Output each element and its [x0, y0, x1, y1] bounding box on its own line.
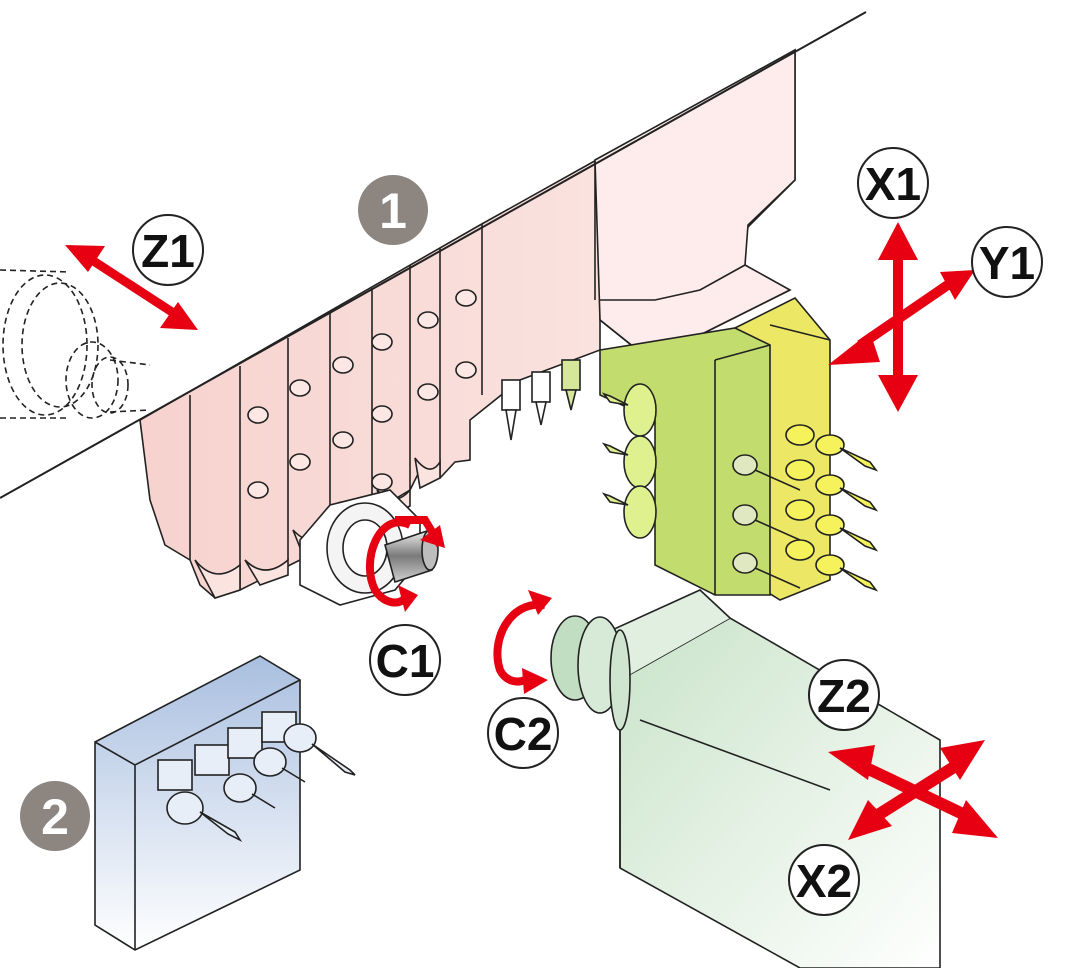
axis-x2-text: X2 [796, 855, 852, 907]
badge-1: 1 [358, 175, 428, 245]
axis-z1-text: Z1 [141, 225, 195, 277]
z1-arrow [65, 245, 198, 330]
badge-2-label: 2 [41, 789, 69, 845]
c2-rotation-arrow [493, 600, 546, 686]
xz2-arrow [828, 740, 998, 840]
guide-rail-line [0, 11, 867, 499]
axis-label-c2: C2 [487, 697, 559, 769]
axis-x1-text: X1 [865, 158, 921, 210]
c1-rotation-head-icon [398, 585, 418, 612]
xy1-arrow [828, 222, 975, 412]
live-tool-block [599, 297, 879, 601]
back-tool-plate [94, 655, 356, 951]
axis-label-x2: X2 [788, 844, 860, 916]
axis-label-y1: Y1 [971, 226, 1043, 298]
axis-label-z2: Z2 [808, 659, 880, 731]
axis-label-c1: C1 [369, 624, 441, 696]
badge-2: 2 [20, 781, 90, 851]
axis-z2-text: Z2 [817, 670, 871, 722]
axis-c1-text: C1 [376, 635, 435, 687]
c1-rotation-top-icon [420, 525, 445, 548]
axis-label-x1: X1 [857, 147, 929, 219]
axis-label-z1: Z1 [132, 214, 204, 286]
c2-rotation-top-icon [528, 590, 552, 615]
main-spindle-outline [0, 269, 151, 419]
axis-y1-text: Y1 [979, 237, 1035, 289]
c2-rotation-head-icon [522, 668, 548, 694]
axis-c2-text: C2 [494, 708, 553, 760]
badge-1-label: 1 [379, 183, 407, 239]
